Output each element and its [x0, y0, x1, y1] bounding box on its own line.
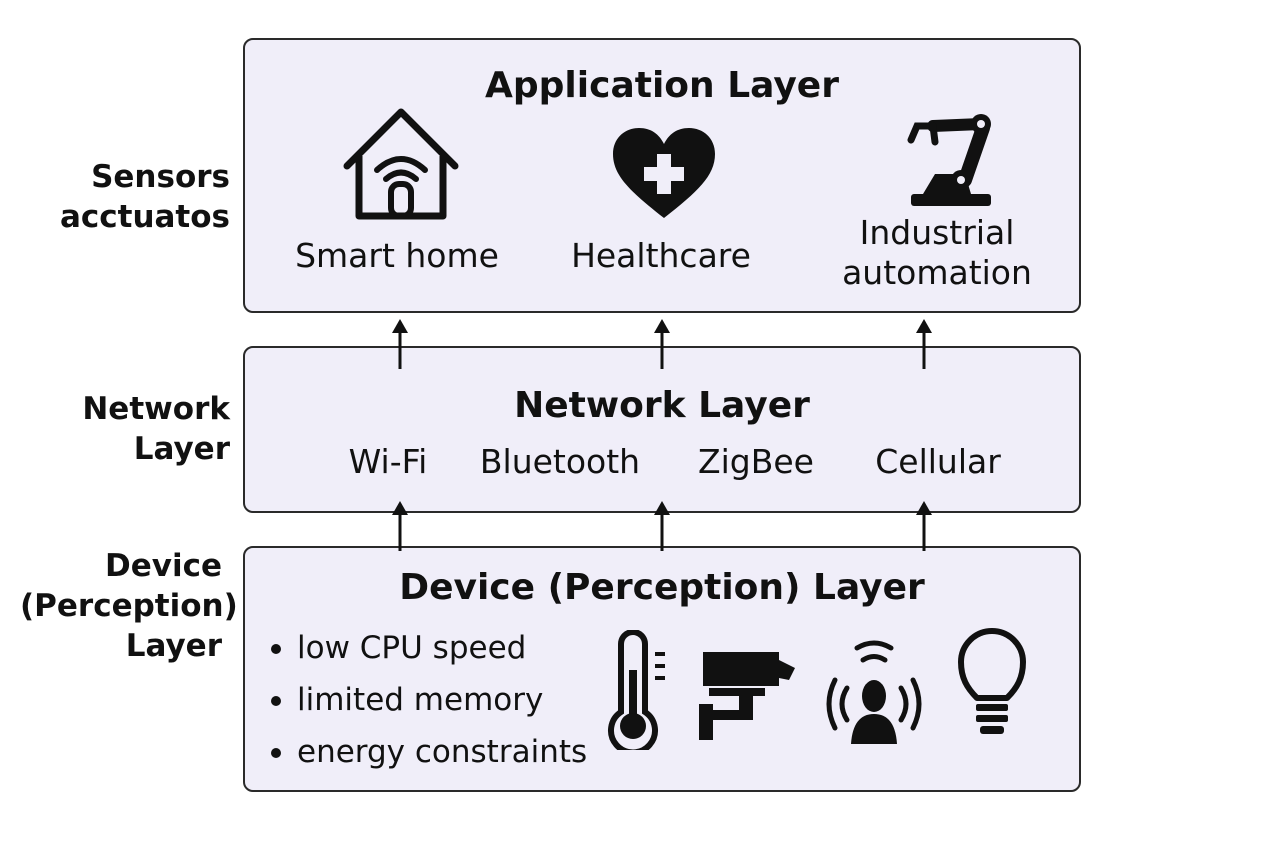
application-layer-box: Application Layer Smart home Healthcare … — [243, 38, 1081, 313]
security-camera-icon — [699, 652, 795, 740]
app-label-industrial-automation: Industrial automation — [807, 213, 1067, 293]
arrow-device-to-network-center — [654, 501, 670, 551]
heart-plus-icon — [613, 128, 715, 218]
side-label-line: Layer — [125, 628, 222, 664]
robot-arm-icon — [907, 114, 991, 206]
protocol-bluetooth: Bluetooth — [479, 442, 641, 481]
side-label-device: Device (Perception) Layer — [20, 546, 238, 666]
device-layer-box: Device (Perception) Layer low CPU speed … — [243, 546, 1081, 792]
list-item: limited memory — [267, 674, 587, 726]
application-layer-title: Application Layer — [485, 65, 839, 106]
light-bulb-icon — [958, 628, 1026, 734]
list-item: energy constraints — [267, 726, 587, 778]
arrow-network-to-app-right — [916, 319, 932, 369]
side-label-line: Network — [82, 391, 230, 427]
network-layer-box: Network Layer Wi-Fi Bluetooth ZigBee Cel… — [243, 346, 1081, 513]
arrow-device-to-network-right — [916, 501, 932, 551]
constraint-list: low CPU speed limited memory energy cons… — [267, 622, 587, 778]
arrow-device-to-network-left — [392, 501, 408, 551]
side-label-line: Sensors — [91, 159, 230, 195]
side-label-line: Layer — [133, 431, 230, 467]
protocol-wifi: Wi-Fi — [348, 442, 428, 481]
arrow-network-to-app-center — [654, 319, 670, 369]
side-label-network: Network Layer — [20, 389, 230, 469]
thermometer-icon — [608, 630, 665, 750]
app-label-line: automation — [842, 253, 1032, 292]
app-label-line: Industrial — [859, 213, 1015, 252]
person-signal-icon — [826, 640, 922, 744]
side-label-line: Device — [105, 548, 222, 584]
side-label-line: acctuatos — [59, 199, 230, 235]
app-label-smart-home: Smart home — [295, 236, 499, 275]
arrow-network-to-app-left — [392, 319, 408, 369]
side-label-line: (Perception) — [20, 588, 238, 624]
smart-home-icon — [343, 108, 459, 220]
protocol-cellular: Cellular — [875, 442, 1001, 481]
device-layer-title: Device (Perception) Layer — [399, 567, 925, 608]
side-label-sensors: Sensors acctuatos — [20, 157, 230, 237]
network-layer-title: Network Layer — [514, 385, 810, 426]
list-item: low CPU speed — [267, 622, 587, 674]
app-label-healthcare: Healthcare — [571, 236, 751, 275]
protocol-zigbee: ZigBee — [698, 442, 814, 481]
